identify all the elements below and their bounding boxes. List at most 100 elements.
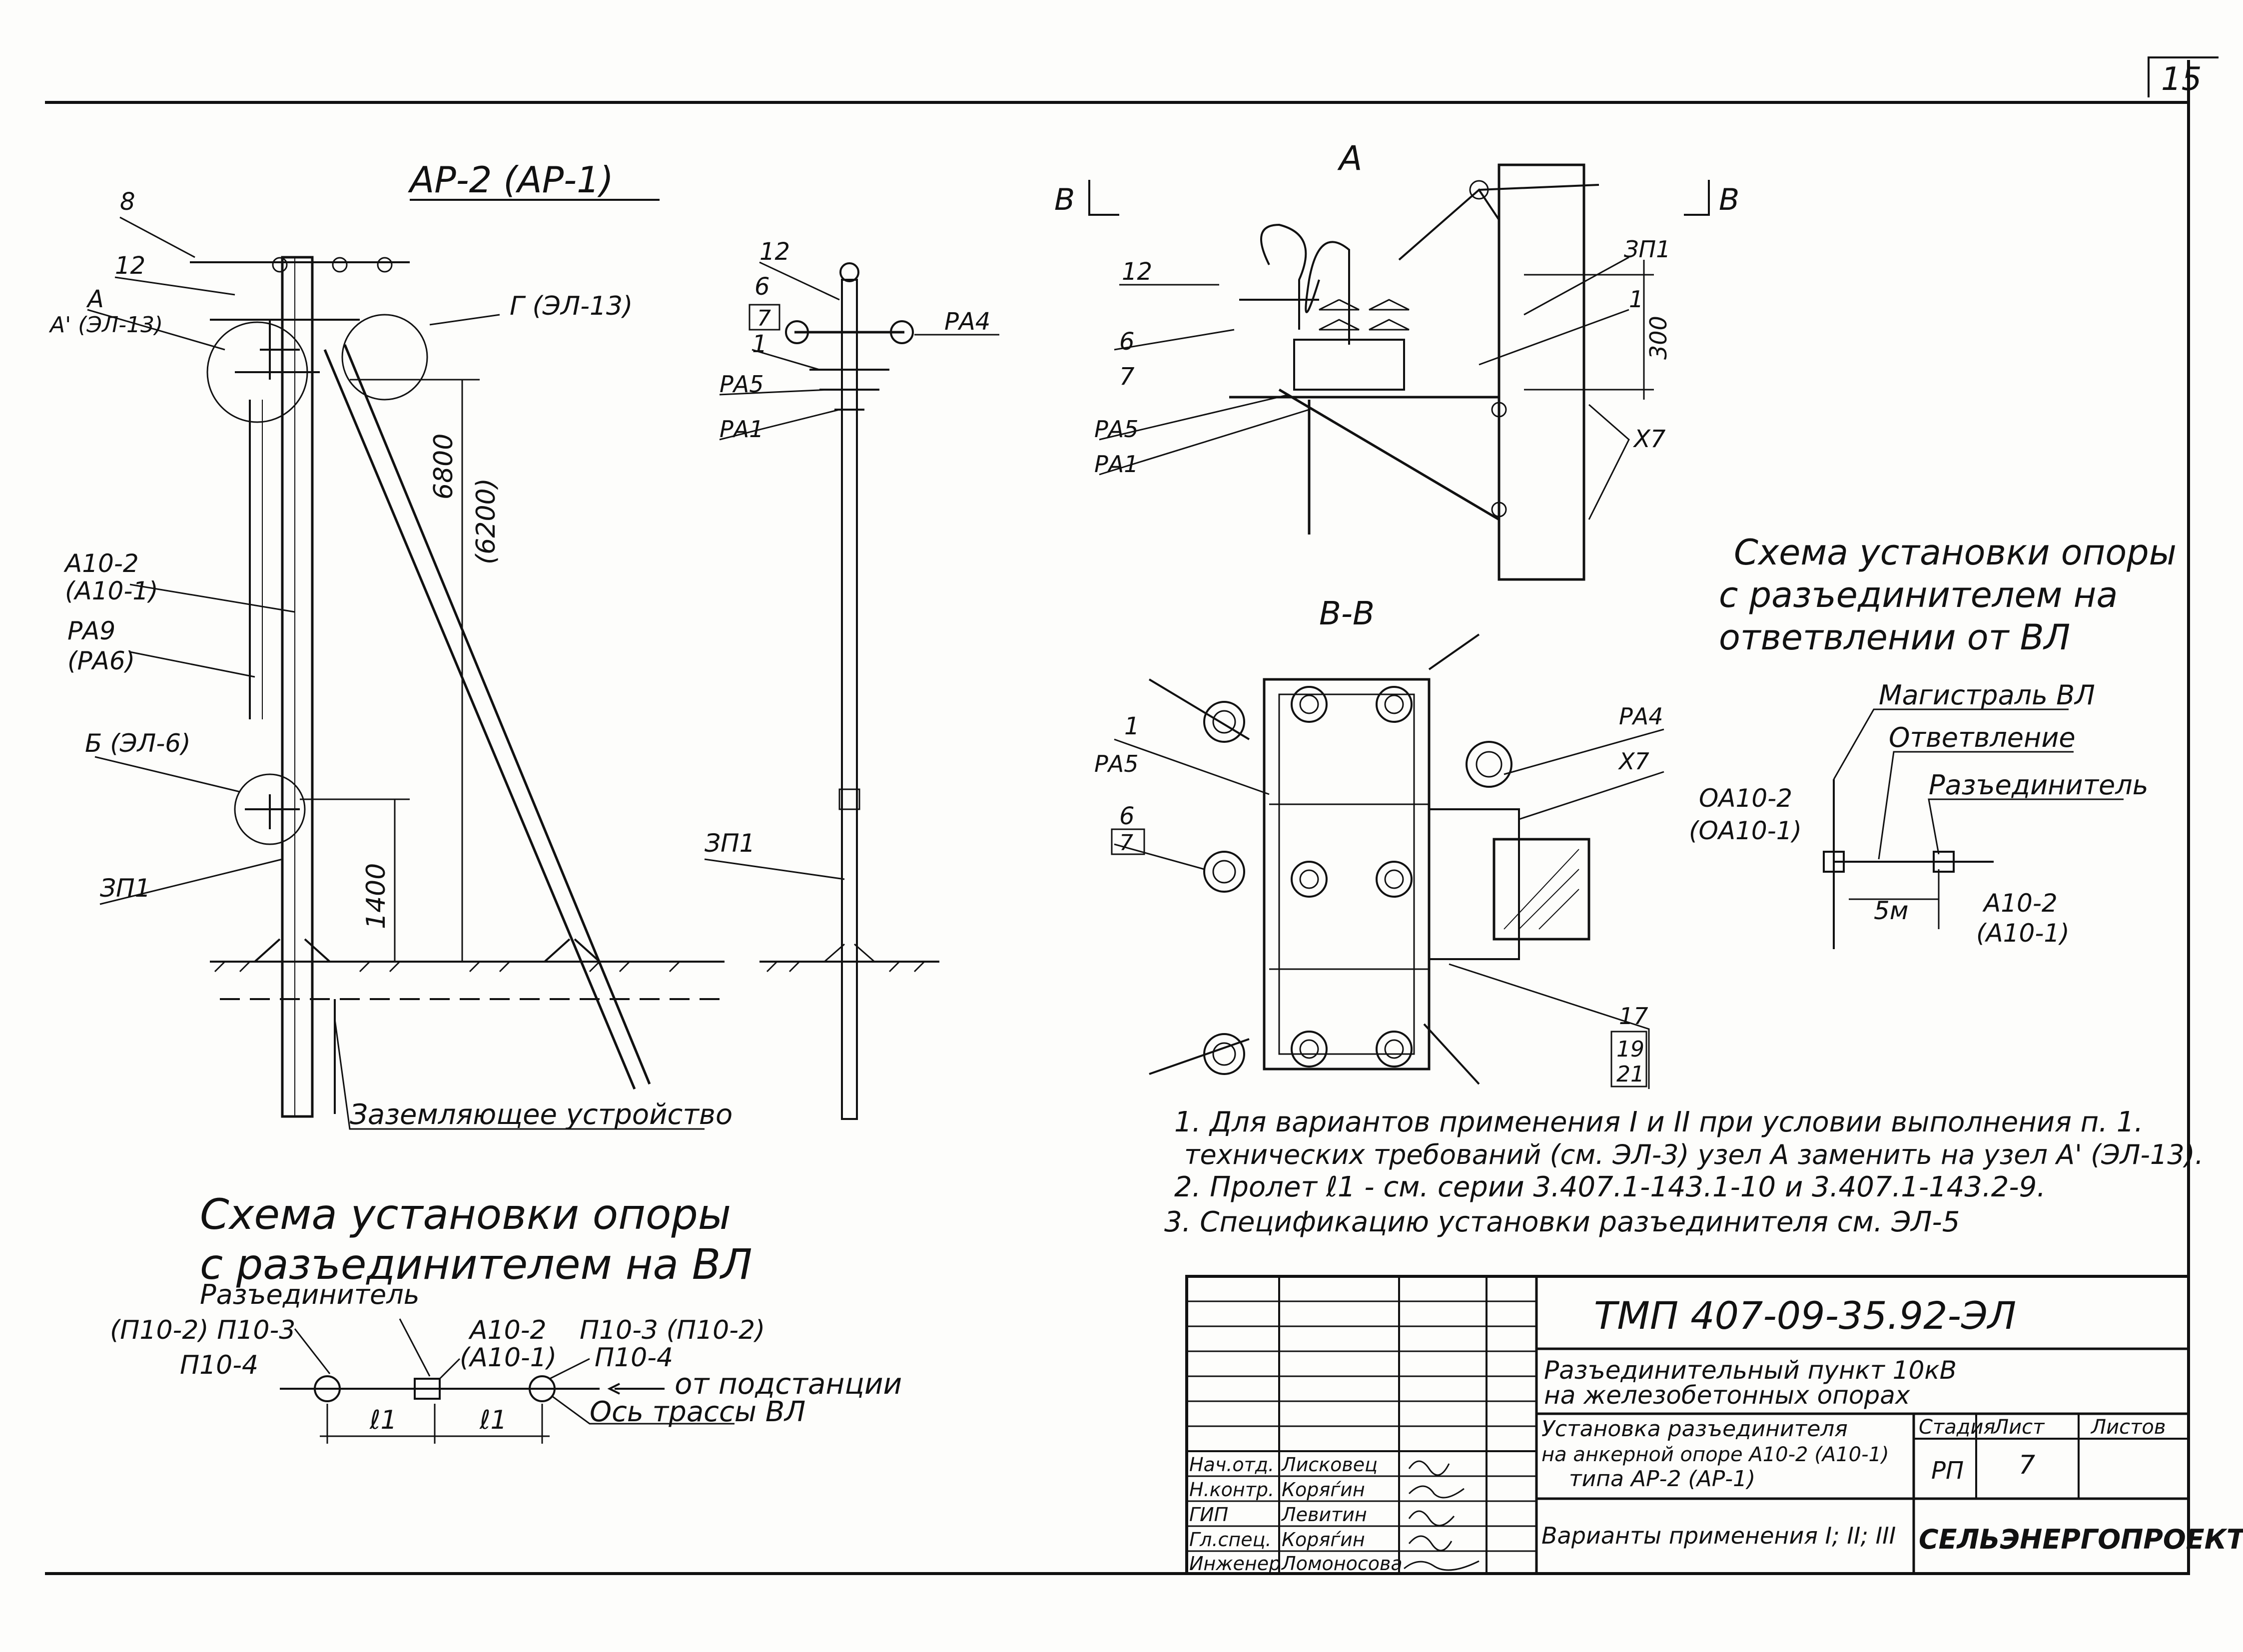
line-a10-1: (А10-1)	[460, 1343, 557, 1373]
callout-a-prime: А' (ЭЛ-13)	[48, 312, 163, 338]
view-bb-title: В-В	[1319, 595, 1375, 632]
view-side: 12 6 7 1 РА5 РА1 РА4 ЗП1	[704, 238, 999, 1120]
branch-oa10-2: ОА10-2	[1699, 784, 1792, 813]
callout-a: А	[86, 285, 104, 313]
callout-ra6: (РА6)	[67, 646, 135, 675]
doc-code: ТМП 407-09-35.92-ЭЛ	[1594, 1293, 2016, 1338]
pole-main	[281, 256, 314, 1118]
line-a10-2: А10-2	[468, 1315, 547, 1345]
line-l1-left: ℓ1	[369, 1405, 397, 1435]
stage-value: РП	[1931, 1457, 1964, 1485]
dim-1400: 1400	[361, 863, 391, 929]
bb-callout-17: 17	[1619, 1003, 1648, 1030]
view-ar2-title: АР-2 (АР-1)	[408, 159, 614, 201]
a-callout-x7: Х7	[1632, 425, 1666, 453]
signer-name-1: Лисковец	[1281, 1454, 1378, 1476]
bb-callout-7: 7	[1119, 830, 1133, 856]
bb-callout-ra4: РА4	[1619, 703, 1663, 730]
insulator-row	[1203, 686, 1512, 1075]
branch-a10-1: (А10-1)	[1976, 919, 2070, 948]
org-name: СЕЛЬЭНЕРГОПРОЕКТ	[1919, 1524, 2243, 1555]
strut	[323, 349, 636, 1090]
bb-callout-21: 21	[1616, 1062, 1644, 1087]
branch-otvetvlenie: Ответвление	[1889, 722, 2076, 753]
callout-12: 12	[115, 252, 145, 280]
signer-role-2: Н.контр.	[1189, 1479, 1274, 1501]
side-callout-1: 1	[752, 330, 767, 358]
bb-callout-1: 1	[1124, 712, 1140, 740]
dim-6800: 6800	[429, 434, 459, 500]
branch-a10-2: А10-2	[1982, 889, 2058, 918]
view-bb: В-В 1 РА5 6 7 РА4	[1094, 595, 1664, 1089]
bb-callout-ra5: РА5	[1094, 750, 1138, 777]
side-callout-zp1: ЗП1	[705, 829, 755, 858]
signature-marks	[1404, 1460, 1480, 1571]
note-1a: 1. Для вариантов применения I и II при у…	[1174, 1106, 2143, 1138]
line-p10-3-2: П10-3 (П10-2)	[580, 1315, 765, 1345]
bb-callout-x7: Х7	[1618, 748, 1649, 775]
scheme-branch: Схема установки опоры с разъединителем н…	[1689, 532, 2177, 949]
callout-a10-1: (А10-1)	[65, 576, 158, 605]
bb-callout-19: 19	[1616, 1037, 1644, 1062]
note-1b: технических требований (см. ЭЛ-3) узел А…	[1184, 1139, 2204, 1170]
page-number: 15	[2161, 61, 2202, 98]
line-p10-4-left: П10-4	[180, 1350, 258, 1380]
branch-5m: 5м	[1874, 896, 1909, 925]
a-callout-1: 1	[1629, 286, 1643, 313]
a-callout-7: 7	[1119, 363, 1135, 391]
section-mark-right: В	[1719, 182, 1739, 217]
title-block: ТМП 407-09-35.92-ЭЛ Разъединительный пун…	[1185, 1275, 2243, 1575]
notes: 1. Для вариантов применения I и II при у…	[1164, 1106, 2204, 1238]
section-mark-left: В	[1054, 182, 1075, 217]
dim-300: 300	[1645, 316, 1672, 360]
view-a: А В В 300 12 6 7 РА5 РА1 ЗП1 1 Х7	[1054, 139, 1739, 581]
callout-b: Б (ЭЛ-6)	[85, 729, 191, 758]
signer-name-4: Коряѓин	[1282, 1529, 1365, 1551]
line-axis: Ось трассы ВЛ	[590, 1396, 805, 1428]
sheet-title-1: Установка разъединителя	[1541, 1416, 1848, 1442]
signer-role-3: ГИП	[1189, 1504, 1228, 1526]
side-callout-ra5: РА5	[720, 371, 763, 398]
view-ar2: АР-2 (АР-1) 6800 (6200) 1400	[48, 159, 733, 1131]
stage-header: Стадия	[1919, 1416, 1995, 1439]
line-from-substation: от подстанции	[675, 1367, 902, 1401]
signer-name-5: Ломоносова	[1281, 1553, 1403, 1575]
detail-circle-g	[341, 314, 428, 401]
side-callout-7: 7	[757, 306, 771, 331]
branch-oa10-1: (ОА10-1)	[1689, 816, 1802, 845]
scheme-branch-title-3: ответвлении от ВЛ	[1719, 617, 2070, 658]
side-callout-6: 6	[754, 273, 770, 301]
note-2: 2. Пролет ℓ1 - см. серии 3.407.1-143.1-1…	[1174, 1171, 2046, 1203]
pole-section-bb	[1493, 838, 1590, 941]
signer-name-3: Левитин	[1281, 1504, 1367, 1526]
signer-role-5: Инженер	[1189, 1553, 1281, 1575]
a-callout-zp1: ЗП1	[1624, 236, 1670, 263]
a-callout-ra1: РА1	[1094, 451, 1138, 478]
sheet-header: Лист	[1993, 1416, 2045, 1439]
project-line-1: Разъединительный пункт 10кВ	[1544, 1356, 1957, 1385]
branch-magistral: Магистраль ВЛ	[1879, 679, 2095, 711]
callout-8: 8	[120, 188, 135, 216]
line-p10-2-3: (П10-2) П10-3	[110, 1315, 295, 1345]
signer-role-4: Гл.спец.	[1189, 1529, 1272, 1551]
branch-razedinitel: Разъединитель	[1929, 769, 2149, 801]
line-razedinitel: Разъединитель	[200, 1279, 420, 1310]
ground-device-label: Заземляющее устройство	[350, 1099, 733, 1131]
callout-g: Г (ЭЛ-13)	[510, 291, 633, 321]
pole-section-a	[1497, 163, 1585, 581]
dim-16200: (6200)	[471, 478, 501, 564]
detail-circle-a	[206, 321, 308, 423]
bb-callout-6: 6	[1119, 802, 1135, 830]
scheme-line-title-1: Схема установки опоры	[200, 1190, 731, 1239]
callout-zp1: ЗП1	[100, 874, 150, 903]
side-callout-12: 12	[759, 238, 790, 266]
line-l1-right: ℓ1	[479, 1405, 507, 1435]
scheme-line: Схема установки опоры с разъединителем н…	[110, 1190, 902, 1444]
scheme-branch-title-1: Схема установки опоры	[1734, 532, 2177, 573]
line-p10-4-right: П10-4	[595, 1343, 673, 1373]
detail-circle-b	[234, 773, 306, 845]
sheet-title-2: на анкерной опоре А10-2 (А10-1)	[1541, 1443, 1889, 1466]
a-callout-6: 6	[1119, 328, 1135, 356]
